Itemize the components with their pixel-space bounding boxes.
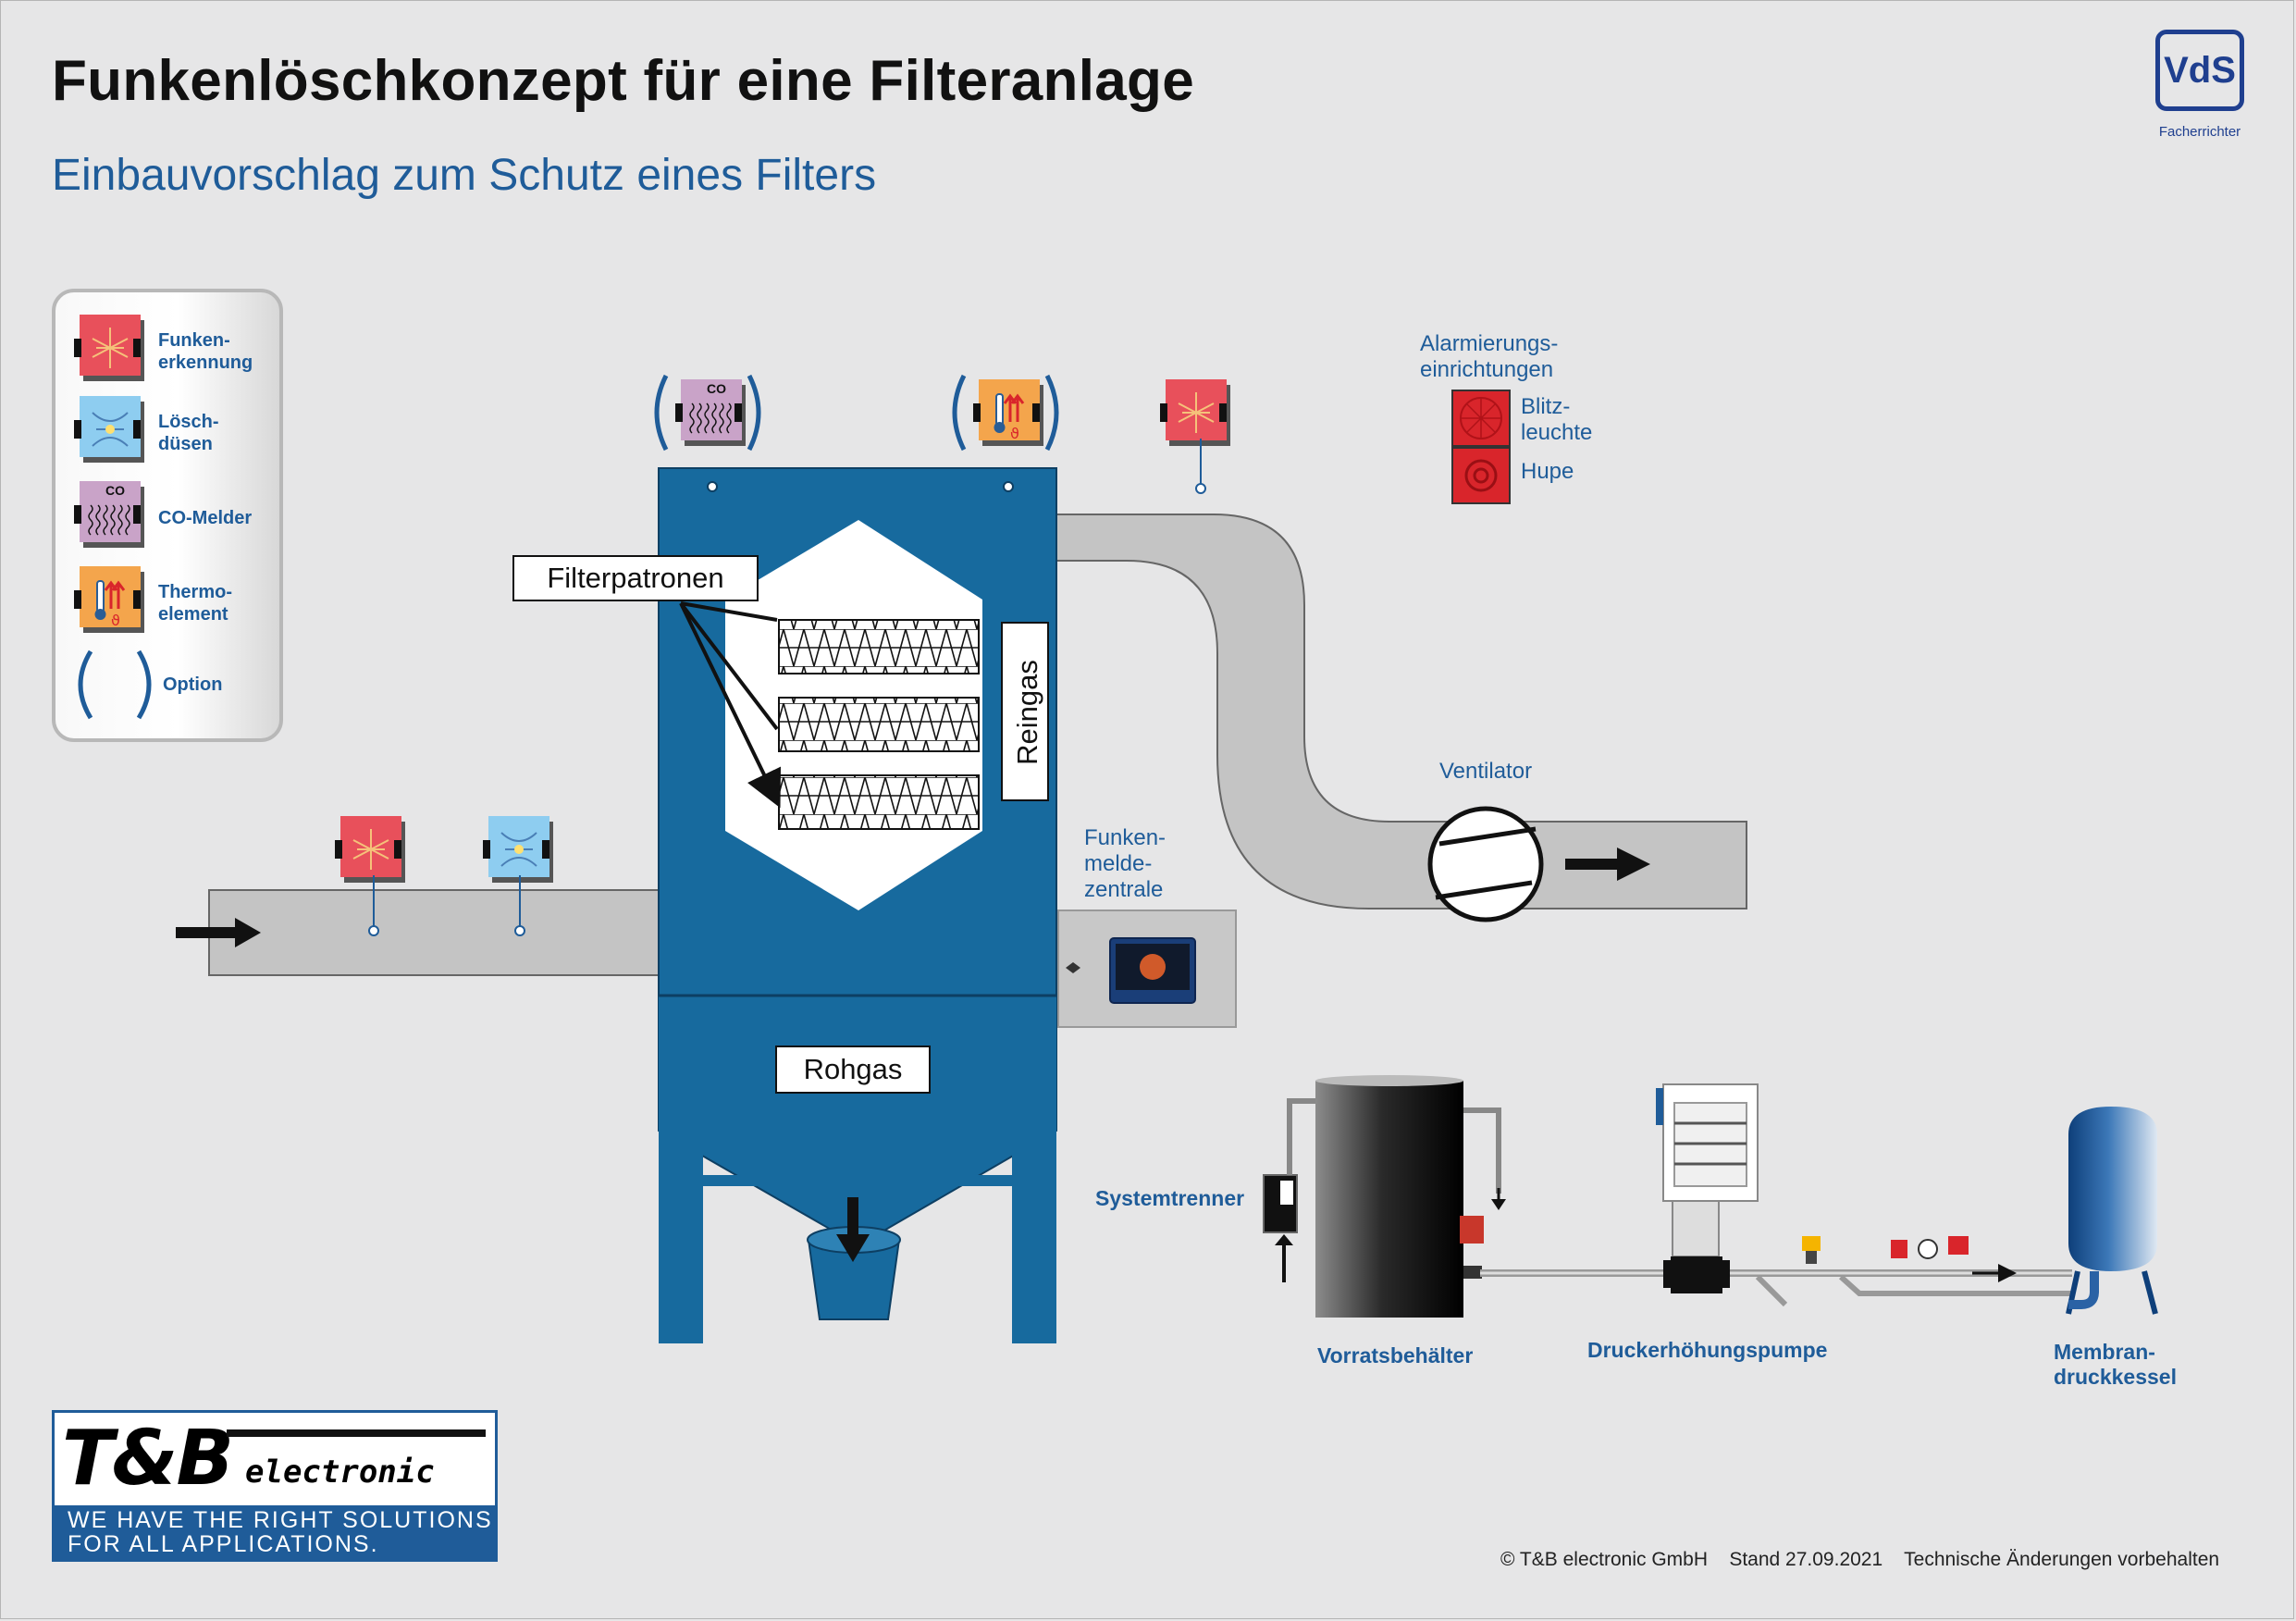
inlet-spark-detector	[334, 815, 406, 884]
vds-badge-caption: Facherrichter	[2158, 124, 2241, 140]
druckerhoehungspumpe-label: Druckerhöhungspumpe	[1587, 1338, 1828, 1362]
systemtrenner-label: Systemtrenner	[1095, 1186, 1245, 1210]
footer-copyright: © T&B electronic GmbH	[1500, 1549, 1708, 1570]
legend-option-bracket-left	[78, 650, 93, 720]
legend-thermo-label: Thermo-element	[158, 582, 232, 625]
filter-cartridge-2	[778, 697, 980, 752]
filter-cartridge-1	[778, 619, 980, 674]
legend-co-text: CO	[105, 483, 125, 498]
option-bracket-thermo	[952, 374, 1059, 452]
blitzleuchte-label: Blitz-leuchte	[1521, 394, 1593, 445]
inlet-nozzle	[482, 815, 554, 884]
legend-spark-label: Funken-erkennung	[158, 330, 253, 373]
legend-thermo-icon	[72, 564, 146, 635]
reingas-label: Reingas	[1001, 622, 1049, 801]
hupe-label: Hupe	[1521, 459, 1574, 484]
legend-co-label: CO-Melder	[158, 508, 253, 528]
footer-note: Technische Änderungen vorbehalten	[1904, 1549, 2220, 1570]
logo-brand-suffix: electronic	[245, 1454, 435, 1491]
logo-slogan-band: WE HAVE THE RIGHT SOLUTIONS FOR ALL APPL…	[55, 1505, 495, 1559]
membrane-vessel	[2068, 1107, 2157, 1271]
legend-nozzle-label: Lösch-düsen	[158, 412, 219, 454]
valve-yellow-icon	[1802, 1236, 1821, 1251]
vds-badge: VdS	[2155, 30, 2244, 111]
footer: © T&B electronic GmbH Stand 27.09.2021 T…	[1500, 1549, 2219, 1571]
rohgas-label: Rohgas	[775, 1046, 931, 1094]
filterpatronen-label: Filterpatronen	[512, 555, 759, 601]
valve-red-2-icon	[1948, 1236, 1969, 1255]
vorratsbehaelter-label: Vorratsbehälter	[1317, 1343, 1474, 1367]
outlet-duct	[1055, 514, 1747, 909]
housing-thermocouple	[971, 377, 1045, 448]
legend-option-label: Option	[163, 674, 223, 695]
logo-brand: T&B	[62, 1415, 234, 1503]
ventilator-label: Ventilator	[1439, 759, 1533, 784]
filterpatronen-pointer-arrows	[679, 601, 777, 801]
page-subtitle: Einbauvorschlag zum Schutz eines Filters	[52, 151, 877, 200]
filter-cartridge-3	[778, 774, 980, 830]
option-bracket-co	[654, 374, 761, 452]
inlet-duct	[208, 889, 660, 976]
membrandruckkessel-label: Membran-druckkessel	[2054, 1340, 2177, 1389]
alarm-label: Alarmierungs-einrichtungen	[1420, 331, 1559, 382]
valve-wheel-icon	[1918, 1239, 1938, 1259]
footer-stand: Stand 27.09.2021	[1729, 1549, 1883, 1570]
valve-red-icon	[1891, 1240, 1907, 1258]
page-title: Funkenlöschkonzept für eine Filteranlage	[52, 49, 1194, 113]
housing-co-text: CO	[707, 381, 726, 396]
legend-option-bracket-right	[136, 650, 152, 720]
storage-tank	[1315, 1081, 1463, 1318]
logo-slogan-line1: WE HAVE THE RIGHT SOLUTIONS	[68, 1507, 493, 1533]
logo-slogan-line2: FOR ALL APPLICATIONS.	[68, 1531, 379, 1557]
legend-spark-icon	[73, 314, 145, 382]
legend-nozzle-icon	[73, 395, 145, 464]
horn-icon	[1451, 447, 1511, 504]
outlet-spark-detector	[1159, 378, 1231, 447]
tb-electronic-logo: T&B electronic WE HAVE THE RIGHT SOLUTIO…	[52, 1410, 498, 1562]
ventilator-fan	[1427, 806, 1544, 922]
zentrale-label: Funken-melde-zentrale	[1084, 825, 1167, 902]
reingas-text: Reingas	[1011, 660, 1043, 765]
